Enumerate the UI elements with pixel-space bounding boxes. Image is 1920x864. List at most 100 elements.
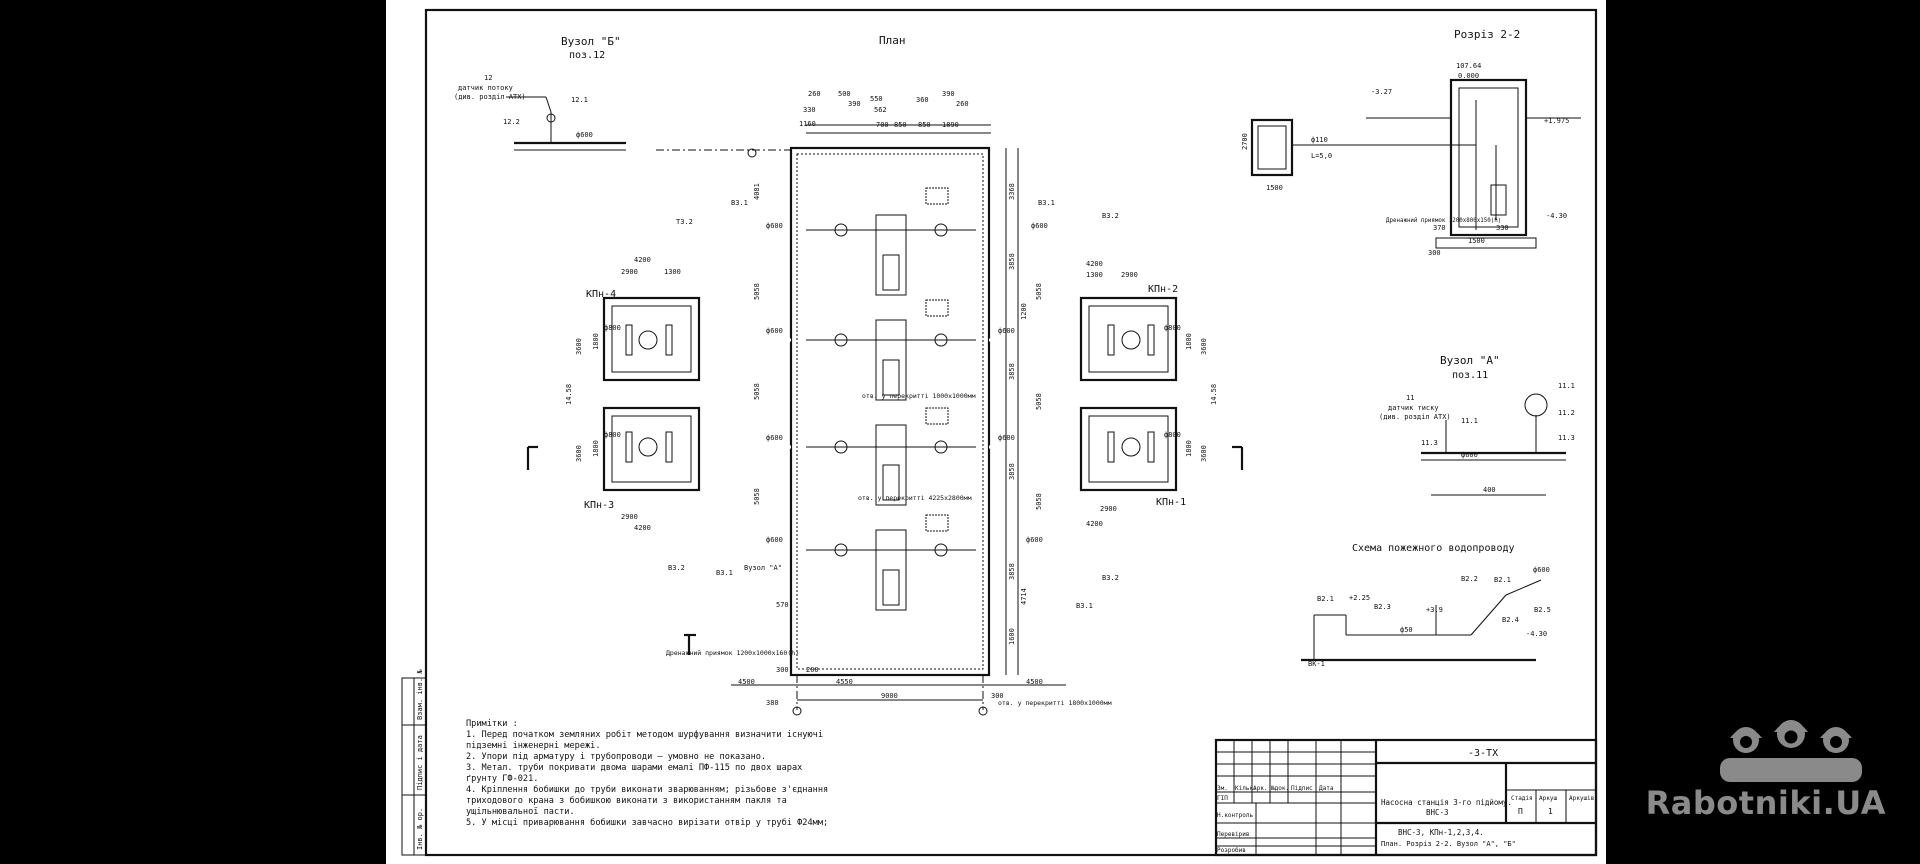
tb-col: Підпис xyxy=(1291,785,1313,792)
dim: 5058 xyxy=(753,488,761,505)
dim: 330 xyxy=(803,106,816,114)
notes-block: Примітки : 1. Перед початком земляних ро… xyxy=(466,719,896,829)
pipe-label: ф600 xyxy=(766,434,783,442)
node-b-title: Вузол "Б" xyxy=(561,35,621,48)
dim: 3600 xyxy=(575,338,583,355)
tb-col: №док. xyxy=(1271,785,1289,792)
note-1b: підземні інженерні мережі. xyxy=(466,741,601,751)
dim: 1300 xyxy=(1086,271,1103,279)
drawing-sheet: Інв. № ор. Підпис і дата Взам. інв. № Пл… xyxy=(386,0,1606,864)
tb-role: Н.контроль xyxy=(1217,812,1254,819)
tb-header: Аркушів xyxy=(1569,795,1594,802)
dim: 390 xyxy=(942,90,955,98)
node-a-pos: поз.11 xyxy=(1452,370,1488,381)
pressure-sensor-label: датчик тиску xyxy=(1388,404,1439,412)
dim: 1600 xyxy=(1008,628,1016,645)
section-label: 330 xyxy=(1496,224,1509,232)
section-label: Дренажний приямок 1200х800х150(h) xyxy=(1386,218,1501,224)
tb-project-2: ВНС-3 xyxy=(1426,808,1449,817)
pipe-label: Т3.2 xyxy=(676,218,693,226)
dim: 14.58 xyxy=(565,384,573,405)
pressure-sensor-ref: (див. розділ АТХ) xyxy=(1379,413,1451,421)
pipe-label: ф600 xyxy=(766,536,783,544)
dim: 4200 xyxy=(1086,520,1103,528)
pipe-label: ф600 xyxy=(1026,536,1043,544)
section-label: 300 xyxy=(1428,249,1441,257)
section-label: 1500 xyxy=(1266,184,1283,192)
note-4b: триходового крана з бобишкою виконати з … xyxy=(466,796,787,806)
fire-label: В2.1 xyxy=(1494,576,1511,584)
dim: 550 xyxy=(870,95,883,103)
section-markers xyxy=(526,445,1244,655)
opening-2: отв. у перекритті 4225х2800мм xyxy=(858,494,972,502)
node-a-num: 11 xyxy=(1406,394,1414,402)
note-3b: ґрунту ГФ-021. xyxy=(466,774,539,784)
dim: 14.58 xyxy=(1210,384,1218,405)
node-a-part: 11.1 xyxy=(1558,382,1575,390)
watermark-text: Rabotniki.UA xyxy=(1645,784,1886,822)
fire-label: ф600 xyxy=(1533,566,1550,574)
dim: 500 xyxy=(838,90,851,98)
dim: 1300 xyxy=(664,268,681,276)
dim: 850 xyxy=(918,121,931,129)
fire-scheme-drawing xyxy=(1301,579,1542,662)
dim: 5058 xyxy=(753,283,761,300)
section-drawing xyxy=(1250,78,1581,249)
section-label: L=5,0 xyxy=(1311,152,1332,160)
dim: 300 xyxy=(776,666,789,674)
side-stamp-2: Підпис і дата xyxy=(416,735,424,790)
section-label: 370 xyxy=(1433,224,1446,232)
tb-col: Зм. xyxy=(1217,785,1228,792)
dim: 1800 xyxy=(1185,440,1193,457)
tb-role: Перевірив xyxy=(1217,831,1250,838)
drain-pit: Дренажний приямок 1200х1000х160(h) xyxy=(666,649,799,657)
node-a-part: 11.3 xyxy=(1421,439,1438,447)
dim: 4714 xyxy=(1020,588,1028,605)
dim: 260 xyxy=(956,100,969,108)
tb-header: Стадія xyxy=(1511,795,1533,802)
pipe-label: В3.2 xyxy=(668,564,685,572)
section-label: 1500 xyxy=(1468,237,1485,245)
fire-label: В2.5 xyxy=(1534,606,1551,614)
dim: 390 xyxy=(848,100,861,108)
dim: 1800 xyxy=(592,333,600,350)
dim: 2900 xyxy=(1100,505,1117,513)
node-a-part: 11.1 xyxy=(1461,417,1478,425)
tb-sheet-desc: ВНС-3, КПн-1,2,3,4. xyxy=(1398,828,1484,837)
node-b-drawing xyxy=(506,96,626,151)
fire-label: В2.3 xyxy=(1374,603,1391,611)
tb-col: Арк. xyxy=(1253,785,1267,792)
fire-label: +2.25 xyxy=(1349,594,1370,602)
note-3: 3. Метал. труби покривати двома шарами е… xyxy=(466,763,803,773)
dim: 3600 xyxy=(1200,338,1208,355)
notes-header: Примітки : xyxy=(466,719,518,729)
section-label: -3.27 xyxy=(1371,88,1392,96)
flow-sensor-ref: (див. розділ АТХ) xyxy=(454,93,526,101)
node-b-num: 12 xyxy=(484,74,492,82)
sheet-frame xyxy=(424,8,1598,857)
tb-col: Кільк. xyxy=(1235,785,1257,792)
chambers-left xyxy=(602,296,701,492)
dim: 5058 xyxy=(753,383,761,400)
pipe-label: В3.1 xyxy=(716,569,733,577)
dim: 5058 xyxy=(1035,393,1043,410)
tb-sheet: 1 xyxy=(1548,807,1553,816)
note-4: 4. Кріплення бобишки до труби виконати з… xyxy=(466,785,829,795)
pipe-label: В3.1 xyxy=(1038,199,1055,207)
dim: 300 xyxy=(991,692,1004,700)
note-5: 5. У місці приварювання бобишки завчасно… xyxy=(466,818,829,828)
dim: 2900 xyxy=(621,513,638,521)
fire-label: -4.30 xyxy=(1526,630,1547,638)
section-label: 107.64 xyxy=(1456,62,1481,70)
dim: 4200 xyxy=(634,256,651,264)
section-title: Розріз 2-2 xyxy=(1454,28,1520,41)
chamber-kpn3: КПн-3 xyxy=(584,500,614,511)
dim: 4500 xyxy=(738,678,755,686)
fire-label: В2.1 xyxy=(1317,595,1334,603)
dim: 3858 xyxy=(1008,463,1016,480)
plan-title: План xyxy=(879,34,906,47)
workers-logo-icon xyxy=(1720,720,1862,782)
pipe-label: ф800 xyxy=(604,431,621,439)
tb-project: Насосна станція 3-го підйому. xyxy=(1381,798,1512,807)
node-a-part: 11.2 xyxy=(1558,409,1575,417)
